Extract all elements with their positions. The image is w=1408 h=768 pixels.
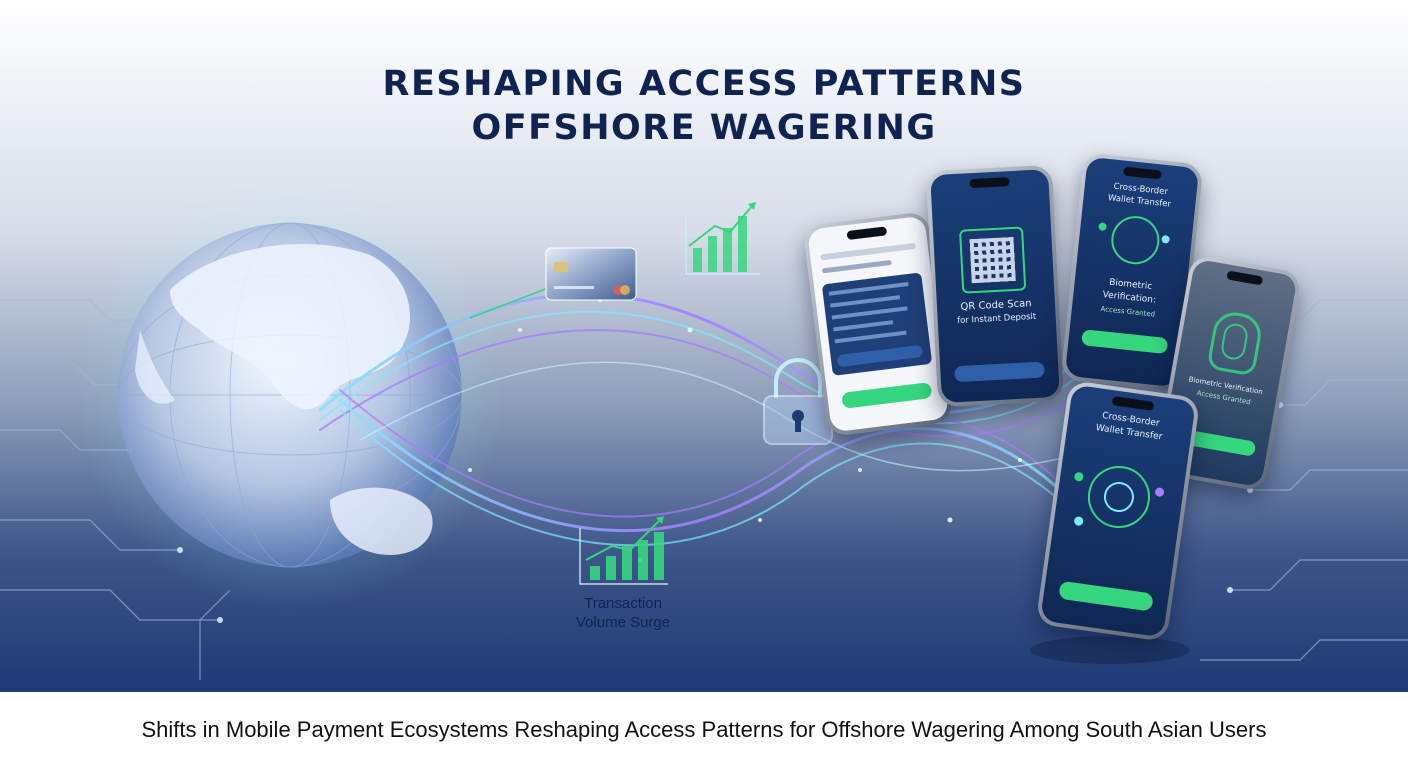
- page-title-line-1: RESHAPING ACCESS PATTERNS: [382, 64, 1026, 104]
- wallet-coin-icon: [1083, 461, 1154, 533]
- fingerprint-icon: [1206, 309, 1265, 377]
- transaction-chart-label: Transaction Volume Surge: [548, 594, 698, 632]
- phone-qr-scan: QR Code Scan for Instant Deposit: [925, 164, 1065, 408]
- image-caption: Shifts in Mobile Payment Ecosystems Resh…: [141, 717, 1267, 742]
- padlock-icon: [763, 358, 833, 445]
- chart-label-line-2: Volume Surge: [575, 614, 671, 631]
- bar-chart-icon: [579, 516, 668, 585]
- wallet-continue-button[interactable]: [1081, 329, 1168, 355]
- wallet-coin-icon: [1108, 213, 1162, 267]
- qr-code-icon: [959, 226, 1027, 294]
- globe-icon: [75, 180, 505, 610]
- hero-banner: RESHAPING ACCESS PATTERNS OFFSHORE WAGER…: [0, 0, 1408, 692]
- circuit-lines: [0, 299, 1408, 680]
- bar-chart-icon: [685, 202, 760, 275]
- page-title-line-2: OFFSHORE WAGERING: [471, 108, 937, 148]
- hero-artwork: [0, 180, 1408, 680]
- wallet2-continue-button[interactable]: [1058, 580, 1154, 612]
- credit-card-icon: [469, 247, 637, 319]
- app-list-confirm-button[interactable]: [841, 382, 933, 409]
- chart-label-line-1: Transaction: [584, 595, 662, 612]
- qr-text-line-2: for Instant Deposit: [956, 311, 1037, 327]
- qr-scan-button[interactable]: [954, 361, 1045, 383]
- caption-bar: Shifts in Mobile Payment Ecosystems Resh…: [0, 692, 1408, 768]
